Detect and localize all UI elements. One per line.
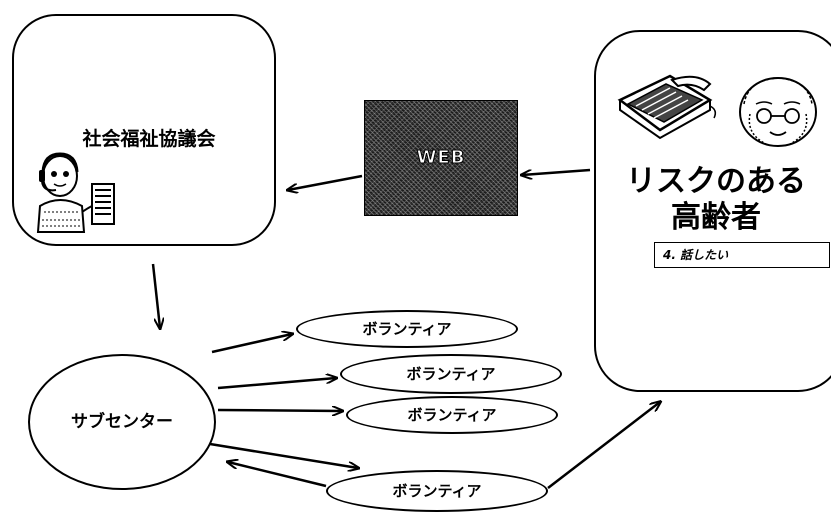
volunteer-node: ボランティア <box>346 396 558 434</box>
arrow-council-to-subcenter <box>151 263 160 328</box>
web-label: WEB <box>416 147 466 169</box>
elderly-title-line1: リスクのある <box>626 164 806 199</box>
operator-icon <box>36 152 115 233</box>
arrow-subcenter-to-volunteer-3 <box>217 410 342 411</box>
elderly-title: リスクのある 高齢者 <box>600 164 831 236</box>
volunteer-node: ボランティア <box>326 470 548 512</box>
council-title: 社会福祉協議会 <box>82 128 216 150</box>
arrow-subcenter-to-volunteer-4 <box>209 442 358 468</box>
arrow-volunteer-4-to-subcenter <box>228 462 327 488</box>
elderly-title-line2: 高齢者 <box>671 200 761 235</box>
volunteer-node: ボランティア <box>340 354 562 394</box>
elderly-face-icon <box>739 77 817 147</box>
web-block: WEB <box>364 100 518 216</box>
talk-request-label: 4. 話したい <box>654 242 830 268</box>
volunteer-node: ボランティア <box>296 310 518 348</box>
arrow-volunteer-4-to-elderly <box>547 402 660 489</box>
telephone-icon <box>617 74 717 140</box>
arrow-web-to-council <box>288 174 363 190</box>
arrow-subcenter-to-volunteer-1 <box>211 334 292 354</box>
arrow-elderly-to-web <box>522 168 591 175</box>
arrow-subcenter-to-volunteer-2 <box>217 378 336 390</box>
subcenter-node: サブセンター <box>28 354 216 490</box>
